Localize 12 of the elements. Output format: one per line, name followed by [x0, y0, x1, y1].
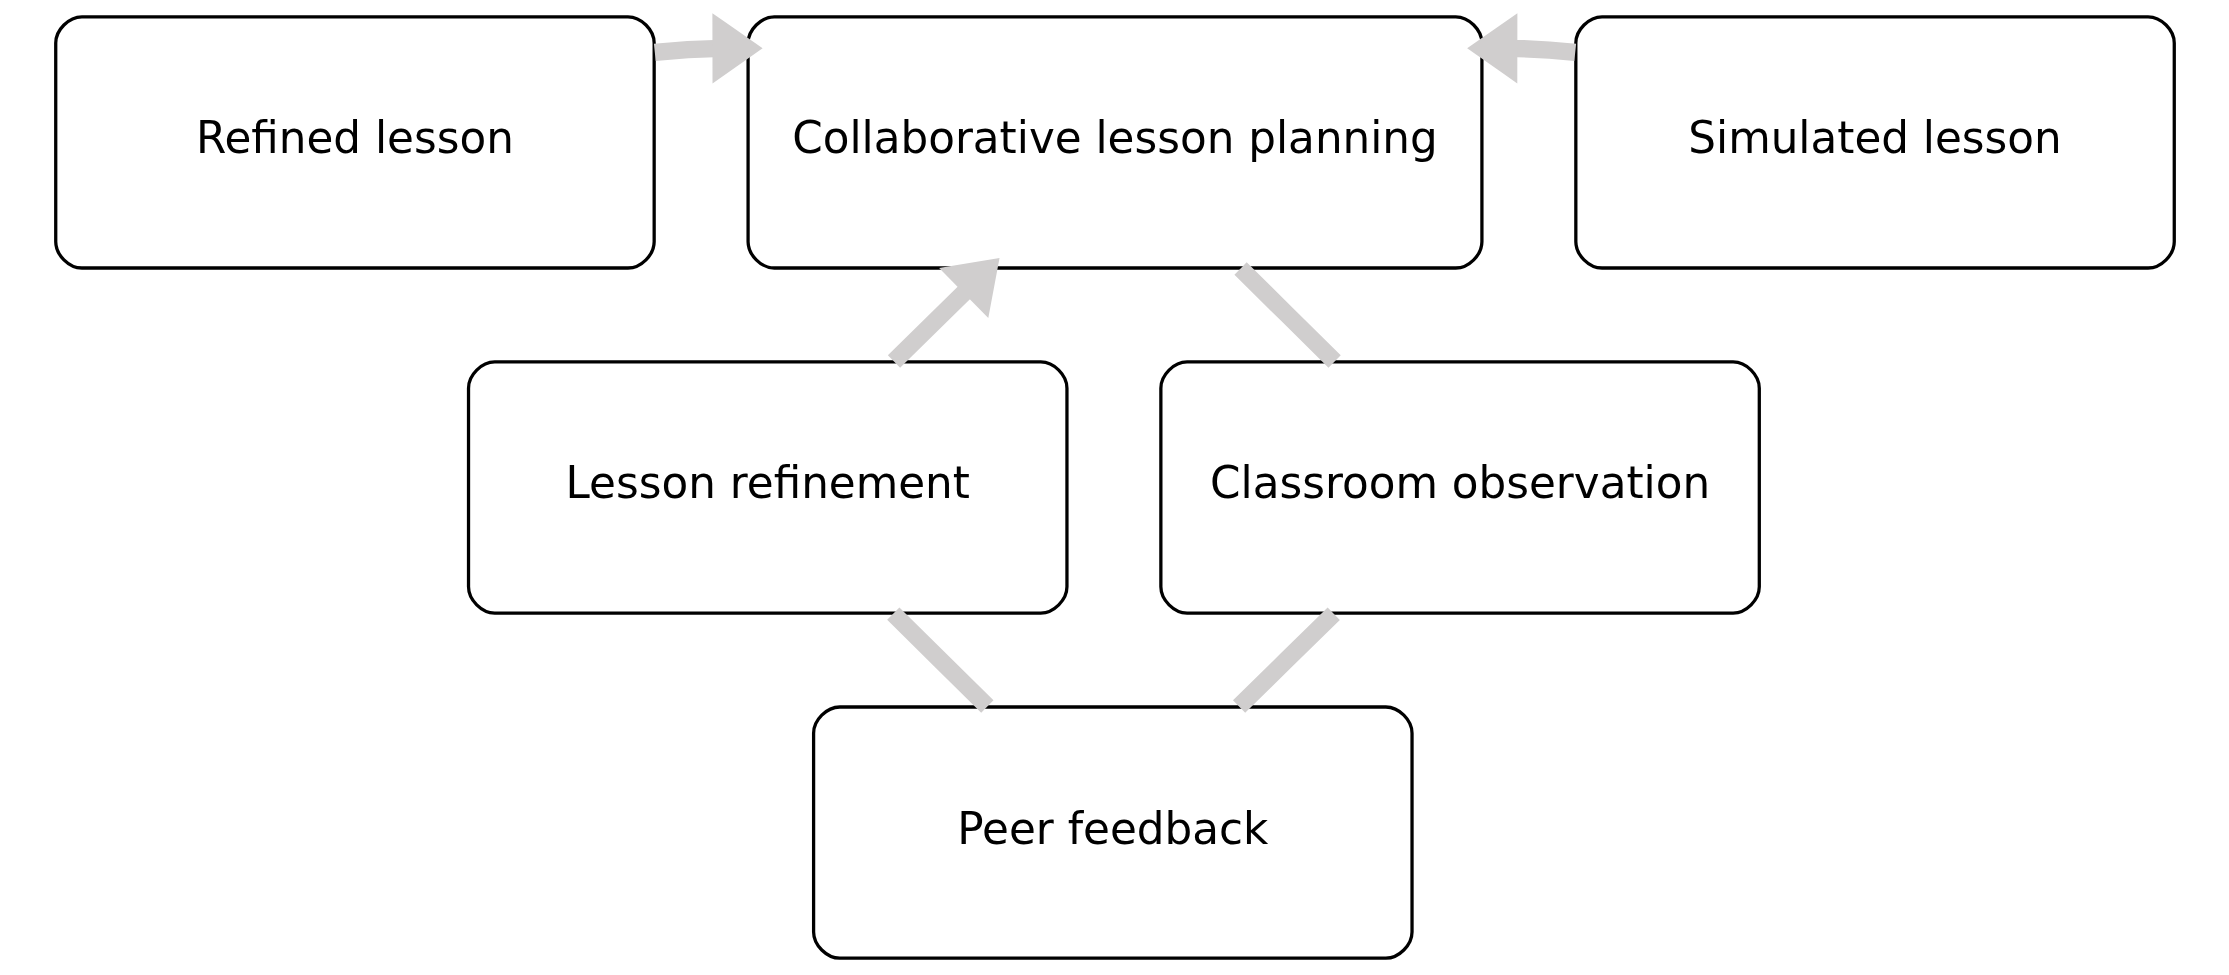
arrow [887, 257, 1000, 368]
connector [886, 607, 993, 713]
node-box: Classroom observation [1158, 360, 1761, 615]
node-box: Collaborative lesson planning [745, 15, 1484, 270]
connector [1233, 262, 1341, 368]
connector [1232, 607, 1340, 713]
arrow [653, 13, 763, 84]
node-box: Simulated lesson [1573, 15, 2176, 270]
node-box: Lesson refinement [466, 360, 1069, 615]
node-box: Peer feedback [811, 705, 1414, 960]
arrow [1466, 13, 1576, 84]
node-box: Refined lesson [53, 15, 656, 270]
